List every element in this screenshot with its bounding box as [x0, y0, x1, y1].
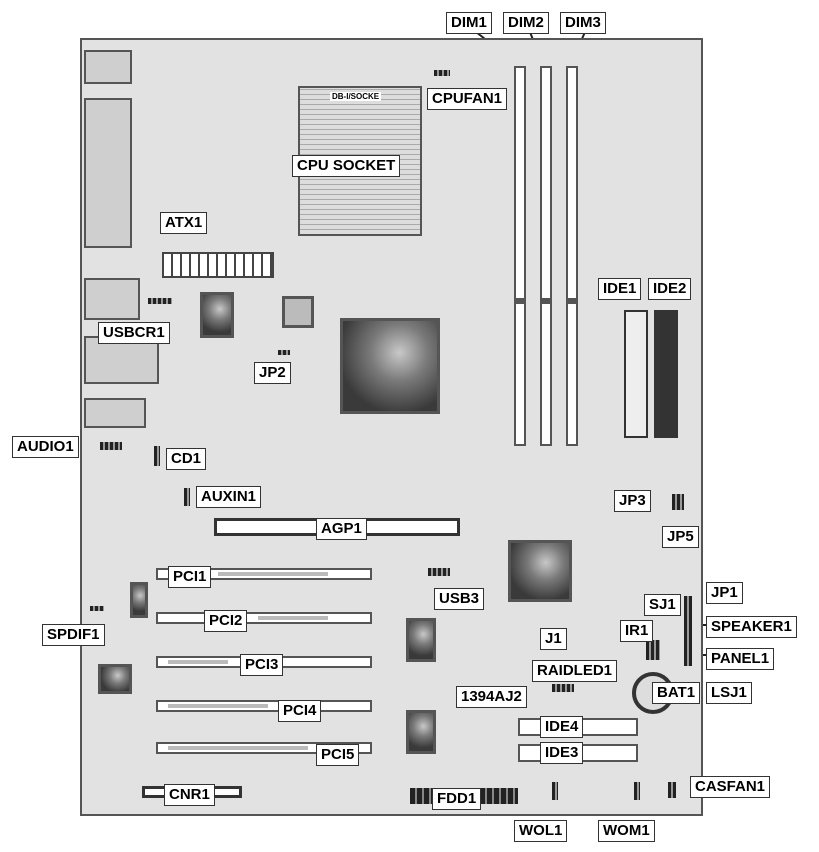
dimm-slot-3	[566, 66, 578, 446]
ide1-connector	[624, 310, 648, 438]
label-ide2: IDE2	[648, 278, 692, 300]
audio-jack-block	[84, 336, 159, 384]
chip-mid2	[406, 710, 436, 754]
label-dim1: DIM1	[446, 12, 492, 34]
label-lsj1: LSJ1	[706, 682, 752, 704]
label-raidled1: RAIDLED1	[532, 660, 618, 682]
jp3-jp5-header	[672, 494, 684, 510]
pci-slot-4	[156, 700, 372, 712]
label-cpufan1: CPUFAN1	[427, 88, 508, 110]
label-sj1: SJ1	[644, 594, 681, 616]
ir-sj-header	[646, 640, 660, 660]
label-jp1: JP1	[706, 582, 743, 604]
label-cpu-socket: CPU SOCKET	[292, 155, 401, 177]
audio-header	[100, 442, 122, 450]
label-spdif1: SPDIF1	[42, 624, 105, 646]
pci-slot-2	[156, 612, 372, 624]
label-wom1: WOM1	[598, 820, 655, 842]
chip-mid1	[406, 618, 436, 662]
label-speaker1: SPEAKER1	[706, 616, 797, 638]
dimm-slot-2	[540, 66, 552, 446]
usb-lan-port	[84, 278, 140, 320]
label-casfan1: CASFAN1	[690, 776, 771, 798]
label-jp2: JP2	[254, 362, 291, 384]
cd-header	[154, 446, 160, 466]
southbridge-chip	[508, 540, 572, 602]
label-auxin1: AUXIN1	[196, 486, 262, 508]
label-usbcr1: USBCR1	[98, 322, 170, 344]
label-bat1: BAT1	[652, 682, 701, 704]
label-jp3: JP3	[614, 490, 651, 512]
label-dim3: DIM3	[560, 12, 606, 34]
parallel-port	[84, 98, 132, 248]
label-ide4: IDE4	[540, 716, 584, 738]
label-pci1: PCI1	[168, 566, 212, 588]
label-wol1: WOL1	[514, 820, 568, 842]
cpufan-header	[434, 70, 450, 76]
label-pci3: PCI3	[240, 654, 284, 676]
game-port	[84, 398, 146, 428]
label-1394aj2: 1394AJ2	[456, 686, 527, 708]
label-panel1: PANEL1	[706, 648, 775, 670]
label-ide1: IDE1	[598, 278, 642, 300]
jp2-header	[278, 350, 290, 355]
label-audio1: AUDIO1	[12, 436, 79, 458]
label-dim2: DIM2	[503, 12, 549, 34]
label-ir1: IR1	[620, 620, 654, 642]
ps2-port	[84, 50, 132, 84]
label-fdd1: FDD1	[432, 788, 482, 810]
label-agp1: AGP1	[316, 518, 367, 540]
spdif-header	[90, 606, 104, 611]
atx-power-connector	[162, 252, 274, 278]
cpu-socket-marking: DB-I/SOCKE	[330, 92, 382, 101]
label-j1: J1	[540, 628, 567, 650]
auxin-header	[184, 488, 190, 506]
label-ide3: IDE3	[540, 742, 584, 764]
label-cd1: CD1	[166, 448, 207, 470]
chip-near-atx	[200, 292, 234, 338]
dimm-slot-1	[514, 66, 526, 446]
label-cnr1: CNR1	[164, 784, 215, 806]
label-pci2: PCI2	[204, 610, 248, 632]
casfan-header	[668, 782, 676, 798]
chip-io1	[130, 582, 148, 618]
northbridge-chip	[340, 318, 440, 414]
chip-io2	[98, 664, 132, 694]
1394aj2-header	[552, 684, 574, 692]
usbcr-header	[148, 298, 172, 304]
label-pci4: PCI4	[278, 700, 322, 722]
wom-header	[634, 782, 640, 800]
chip-square	[282, 296, 314, 328]
label-jp5: JP5	[662, 526, 699, 548]
panel-header	[684, 596, 692, 666]
wol-header	[552, 782, 558, 800]
label-usb3: USB3	[434, 588, 485, 610]
label-atx1: ATX1	[160, 212, 208, 234]
usb3-header	[428, 568, 450, 576]
label-pci5: PCI5	[316, 744, 360, 766]
ide2-connector	[654, 310, 678, 438]
